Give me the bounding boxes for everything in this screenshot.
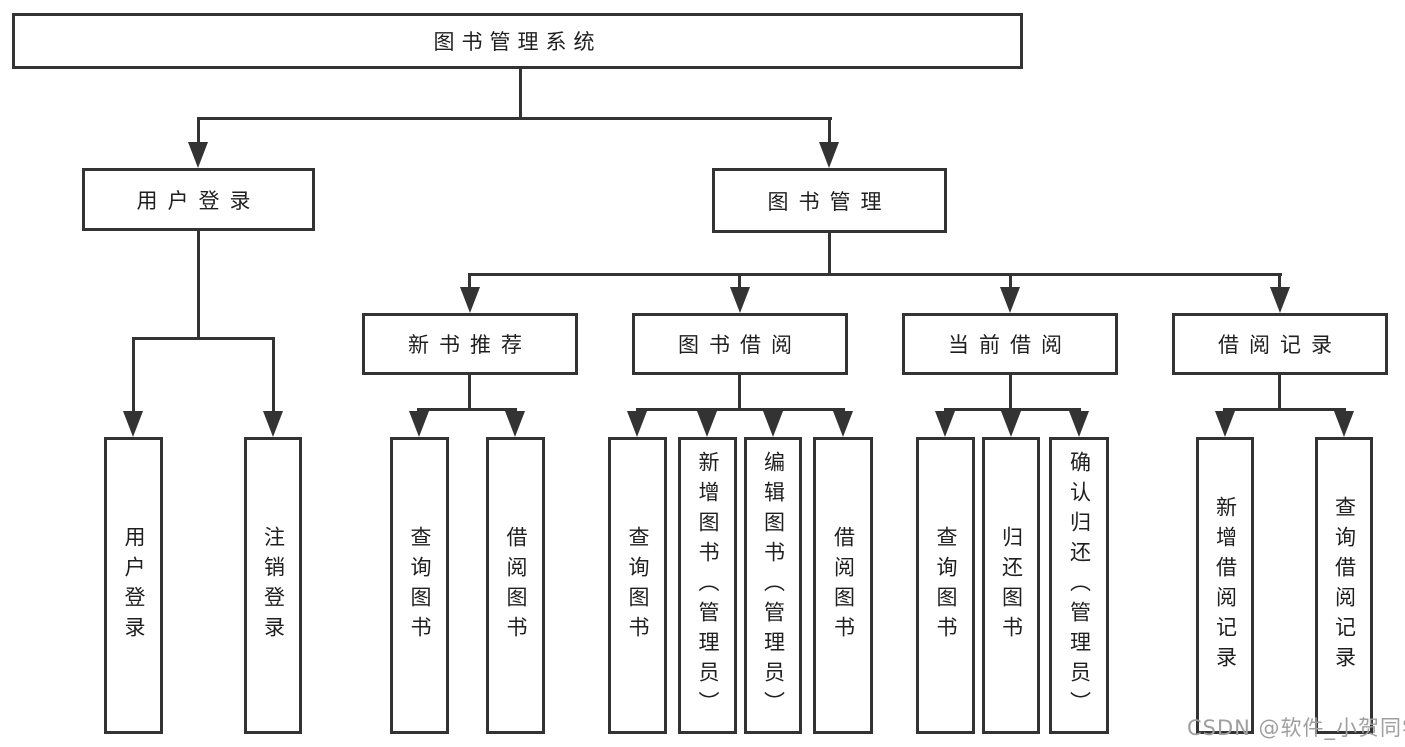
- node-borrow-records: 借阅记录: [1172, 313, 1388, 375]
- node-query-borrow-record-leaf: 查询借阅记录: [1315, 437, 1373, 734]
- connector-line: [1009, 273, 1012, 291]
- arrow-down-icon: [505, 411, 525, 437]
- node-query-books-current-leaf: 查询图书: [916, 437, 975, 734]
- node-borrow-books-recommend-leaf: 借阅图书: [486, 437, 545, 734]
- connector-line: [1009, 375, 1012, 408]
- node-query-books-borrow-leaf: 查询图书: [608, 437, 667, 734]
- node-confirm-return-admin-leaf: 确认归还（管理员）: [1049, 437, 1109, 734]
- node-query-books-recommend-leaf: 查询图书: [390, 437, 449, 734]
- node-logout-login-leaf: 注销登录: [244, 437, 302, 734]
- node-book-management: 图书管理: [712, 168, 947, 233]
- arrow-down-icon: [763, 411, 783, 437]
- connector-line: [417, 408, 517, 411]
- node-add-books-admin-leaf: 新增图书（管理员）: [678, 437, 737, 734]
- connector-line: [944, 408, 1081, 411]
- arrow-down-icon: [123, 411, 143, 437]
- arrow-down-icon: [935, 411, 955, 437]
- connector-line: [132, 337, 135, 415]
- connector-line: [132, 337, 274, 340]
- connector-line: [468, 273, 471, 291]
- connector-line: [197, 117, 832, 120]
- connector-line: [1223, 408, 1346, 411]
- connector-line: [197, 231, 200, 337]
- node-add-borrow-record-leaf: 新增借阅记录: [1196, 437, 1254, 734]
- connector-line: [468, 273, 1282, 276]
- connector-line: [828, 117, 831, 144]
- arrow-down-icon: [263, 411, 283, 437]
- node-new-book-recommend: 新书推荐: [362, 313, 578, 375]
- connector-line: [1278, 375, 1281, 408]
- node-book-borrow: 图书借阅: [632, 313, 848, 375]
- arrow-down-icon: [1334, 411, 1354, 437]
- node-user-login-leaf: 用户登录: [104, 437, 163, 734]
- arrow-down-icon: [627, 411, 647, 437]
- arrow-down-icon: [730, 287, 750, 313]
- connector-line: [272, 337, 275, 415]
- connector-line: [519, 69, 522, 117]
- arrow-down-icon: [697, 411, 717, 437]
- node-edit-books-admin-leaf: 编辑图书（管理员）: [744, 437, 802, 734]
- node-user-login: 用户登录: [82, 168, 315, 231]
- arrow-down-icon: [409, 411, 429, 437]
- arrow-down-icon: [460, 287, 480, 313]
- node-return-books-leaf: 归还图书: [982, 437, 1040, 734]
- arrow-down-icon: [1270, 287, 1290, 313]
- connector-line: [636, 408, 845, 411]
- connector-line: [468, 375, 471, 408]
- arrow-down-icon: [1001, 411, 1021, 437]
- arrow-down-icon: [833, 411, 853, 437]
- arrow-down-icon: [1000, 287, 1020, 313]
- connector-line: [828, 233, 831, 273]
- watermark: CSDN @软件_小贺同学: [1187, 716, 1405, 740]
- connector-line: [738, 375, 741, 408]
- node-current-borrow: 当前借阅: [902, 313, 1118, 375]
- connector-line: [1278, 273, 1281, 291]
- node-root-system: 图书管理系统: [12, 13, 1023, 69]
- connector-line: [197, 117, 200, 144]
- arrow-down-icon: [1215, 411, 1235, 437]
- arrow-down-icon: [188, 142, 208, 168]
- arrow-down-icon: [1069, 411, 1089, 437]
- arrow-down-icon: [819, 142, 839, 168]
- connector-line: [738, 273, 741, 291]
- node-borrow-books-leaf: 借阅图书: [813, 437, 873, 734]
